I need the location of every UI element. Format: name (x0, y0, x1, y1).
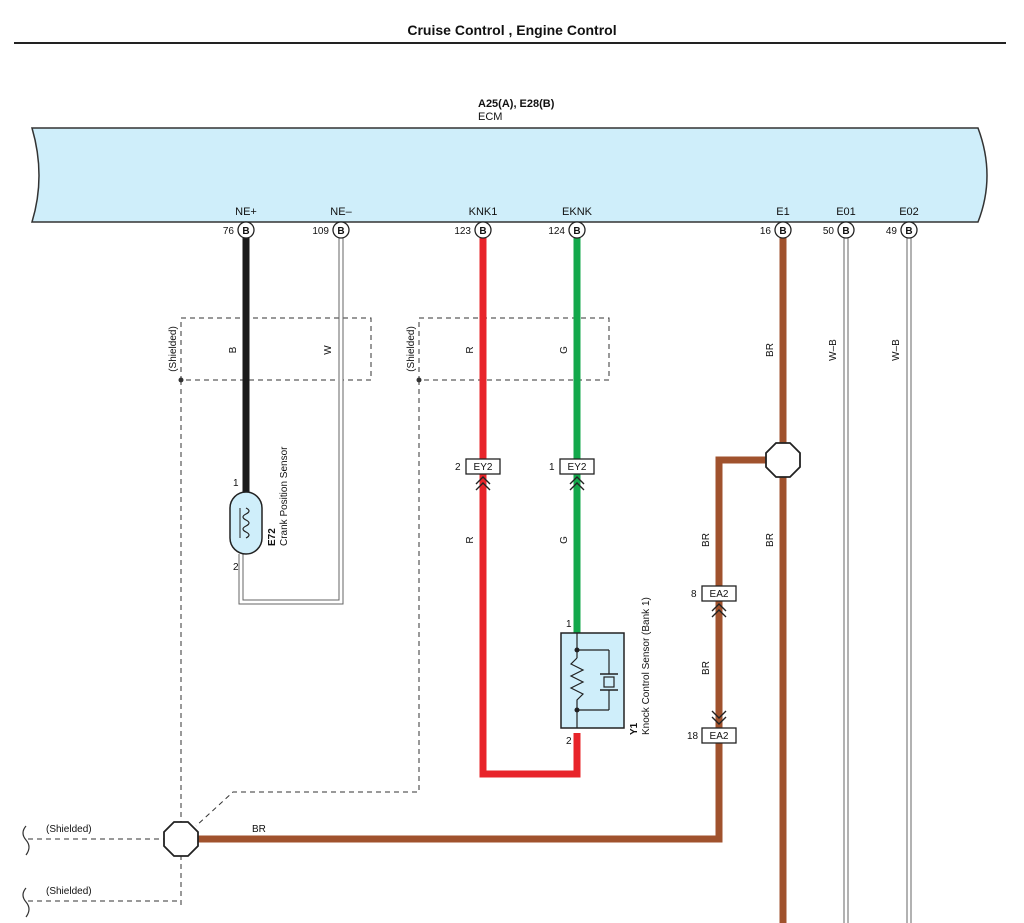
shield-label-knock: (Shielded) (406, 326, 417, 372)
svg-text:109: 109 (312, 226, 329, 237)
svg-text:49: 49 (886, 226, 898, 237)
title-rule (14, 42, 1006, 44)
knock-sensor-name: Knock Control Sensor (Bank 1) (641, 597, 652, 735)
ecm-ref: A25(A), E28(B) (478, 98, 555, 110)
chevron-up-icon (569, 476, 585, 491)
svg-text:16: 16 (760, 226, 772, 237)
connector-ea2-bottom-pin: 18 (687, 731, 699, 742)
wire-label-e1-upper: BR (765, 343, 776, 357)
wire-branch (196, 456, 766, 843)
piezo-crystal-icon (603, 676, 615, 688)
chevron-down-icon (711, 710, 727, 725)
svg-text:B: B (337, 226, 344, 237)
pin-label-e01: E01 (836, 206, 856, 218)
ecm-pin-123: B 123 (454, 221, 492, 239)
pin-label-ne-minus: NE– (330, 206, 352, 218)
crank-sensor-name: Crank Position Sensor (279, 446, 290, 546)
connector-ea2-bottom (701, 727, 737, 744)
junction-octagon-ground (163, 821, 199, 857)
svg-text:50: 50 (823, 226, 835, 237)
svg-text:B: B (905, 226, 912, 237)
pin-label-ne-plus: NE+ (235, 206, 257, 218)
pin-label-e1: E1 (776, 206, 789, 218)
connector-ea2-top-pin: 8 (691, 589, 697, 600)
crank-sensor-pin1: 1 (233, 478, 239, 489)
connector-ey2-eknk (559, 458, 595, 475)
break-mark-1 (22, 825, 30, 856)
shield-box-knock (418, 317, 610, 381)
wire-label-bottom-run: BR (252, 824, 266, 835)
ecm-pin-109: B 109 (312, 221, 350, 239)
ecm-pin-50: B 50 (823, 221, 855, 239)
svg-text:B: B (779, 226, 786, 237)
wire-knk1 (479, 238, 581, 778)
svg-text:76: 76 (223, 226, 235, 237)
wire-label-e1-lower: BR (765, 533, 776, 547)
connector-ea2-top-name: EA2 (710, 589, 729, 600)
knock-sensor-pin2: 2 (566, 736, 572, 747)
break-mark-2 (22, 887, 30, 918)
pin-label-e02: E02 (899, 206, 919, 218)
left-shield-label-2: (Shielded) (46, 886, 92, 897)
connector-ey2-knk-name: EY2 (474, 462, 493, 473)
connector-ey2-eknk-name: EY2 (568, 462, 587, 473)
connector-ey2-knk-pin: 2 (455, 462, 461, 473)
page-title: Cruise Control , Engine Control (407, 22, 617, 38)
ecm-name: ECM (478, 111, 502, 123)
coil-icon (242, 507, 250, 539)
svg-text:B: B (842, 226, 849, 237)
svg-text:B: B (573, 226, 580, 237)
svg-text:B: B (242, 226, 249, 237)
ecm-pin-49: B 49 (886, 221, 918, 239)
wire-label-branch-lower: BR (701, 661, 712, 675)
connector-ea2-bottom-name: EA2 (710, 731, 729, 742)
left-shield-label-1: (Shielded) (46, 824, 92, 835)
knock-sensor-code: Y1 (629, 722, 640, 735)
junction-octagon-e1 (765, 442, 801, 478)
resistor-icon (569, 657, 585, 710)
wire-label-ne-plus: B (228, 346, 239, 353)
wire-ne-minus-fill (239, 238, 343, 604)
svg-text:B: B (479, 226, 486, 237)
shield-drain-knock (195, 380, 420, 827)
crank-sensor-code: E72 (267, 528, 278, 546)
wire-label-eknk-lower: G (559, 536, 570, 544)
crank-sensor-body (229, 491, 263, 555)
pin-label-eknk: EKNK (562, 206, 593, 218)
wire-label-eknk-upper: G (559, 346, 570, 354)
ecm-body (30, 127, 988, 223)
ecm-pin-16: B 16 (760, 221, 792, 239)
svg-text:124: 124 (548, 226, 565, 237)
connector-ey2-eknk-pin: 1 (549, 462, 555, 473)
shield-box-crank (180, 317, 372, 381)
chevron-up-icon (711, 603, 727, 618)
wire-label-knk1-lower: R (465, 536, 476, 543)
svg-text:123: 123 (454, 226, 471, 237)
wire-label-knk1-upper: R (465, 346, 476, 353)
pin-label-knk1: KNK1 (469, 206, 498, 218)
knock-sensor-pin1: 1 (566, 619, 572, 630)
ecm-pin-124: B 124 (548, 221, 586, 239)
connector-ey2-knk (465, 458, 501, 475)
wire-label-branch-upper: BR (701, 533, 712, 547)
connector-ea2-top (701, 585, 737, 602)
shield-label-crank: (Shielded) (168, 326, 179, 372)
chevron-up-icon (475, 476, 491, 491)
wire-label-e02: W–B (891, 339, 902, 361)
wire-label-ne-minus: W (323, 345, 334, 355)
crank-sensor-pin2: 2 (233, 562, 239, 573)
ecm-pin-76: B 76 (223, 221, 255, 239)
wire-label-e01: W–B (828, 339, 839, 361)
